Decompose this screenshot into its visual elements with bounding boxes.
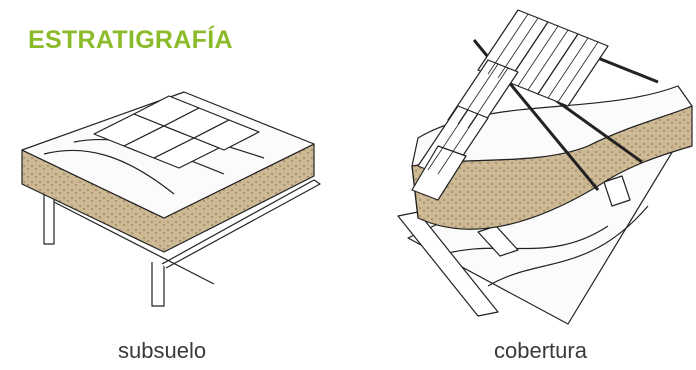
caption-subsuelo: subsuelo [118,338,207,363]
subsuelo-illustration [21,91,321,307]
caption-cobertura: cobertura [494,338,587,363]
cobertura-illustration [397,9,693,325]
page-title: ESTRATIGRAFÍA [28,26,233,54]
